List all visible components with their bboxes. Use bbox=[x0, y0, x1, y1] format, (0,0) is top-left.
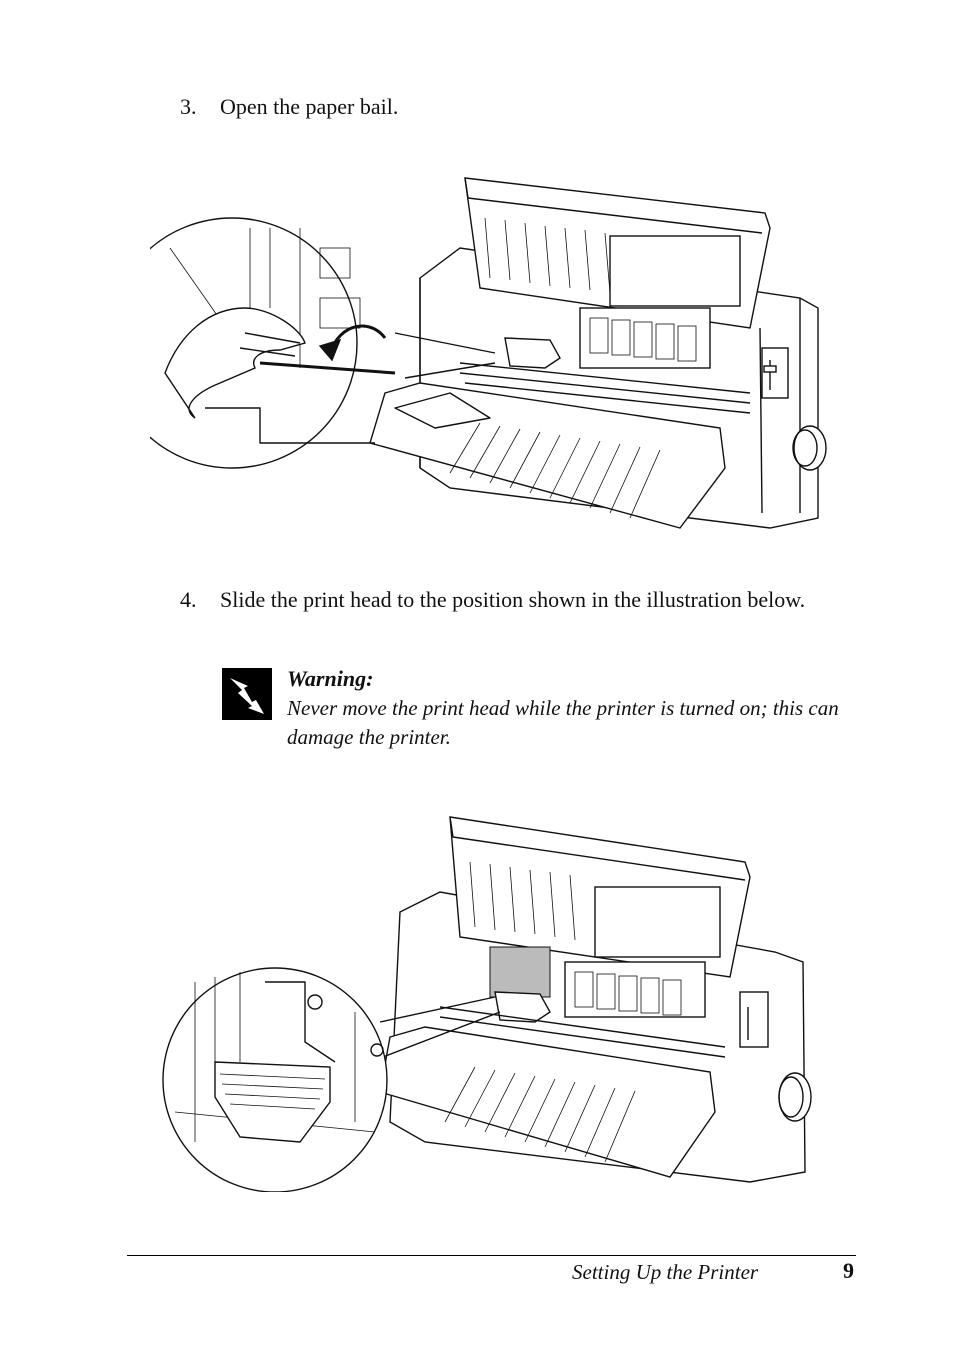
page-number: 9 bbox=[843, 1258, 854, 1283]
warning-text: Never move the print head while the prin… bbox=[287, 696, 839, 749]
step-number: 3. bbox=[180, 94, 197, 119]
step-text: Slide the print head to the position sho… bbox=[220, 587, 806, 612]
warning-title: Warning: bbox=[287, 666, 374, 691]
printer-paper-bail-illustration bbox=[150, 177, 827, 529]
step-text: Open the paper bail. bbox=[220, 94, 399, 119]
warning-lightning-icon bbox=[222, 668, 272, 720]
printer-print-head-illustration bbox=[162, 816, 812, 1192]
step-number: 4. bbox=[180, 587, 197, 612]
footer-section-title: Setting Up the Printer bbox=[572, 1260, 759, 1284]
footer-divider bbox=[127, 1255, 856, 1256]
